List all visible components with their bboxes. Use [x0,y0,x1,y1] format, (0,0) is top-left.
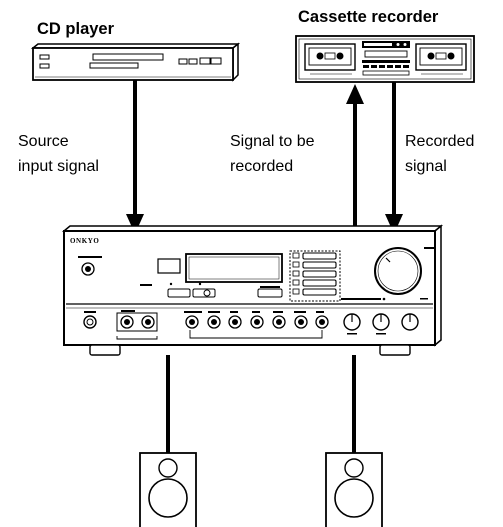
display-window [185,253,283,283]
cd-player-title: CD player [37,20,115,38]
source-label-line2: input signal [18,158,99,175]
cd-player [30,42,241,82]
to-record-label-line2: recorded [230,158,293,175]
cassette-recorder-title: Cassette recorder [298,8,439,26]
left-speaker [139,452,197,527]
volume-knob-icon [374,247,422,295]
recorded-label-line1: Recorded [405,133,474,150]
woofer-icon [148,478,188,518]
recorded-signal-arrow [385,82,403,234]
source-signal-arrow [126,80,144,234]
signal-to-record-arrow [346,84,364,234]
receiver: ONKYO [61,224,444,356]
receiver-brand: ONKYO [70,237,99,245]
source-label-line1: Source [18,133,69,150]
tweeter-icon [344,458,364,478]
tweeter-icon [158,458,178,478]
cassette-recorder [295,35,475,83]
woofer-icon [334,478,374,518]
recorded-label-line2: signal [405,158,447,175]
to-record-label-line1: Signal to be [230,133,315,150]
right-speaker [325,452,383,527]
